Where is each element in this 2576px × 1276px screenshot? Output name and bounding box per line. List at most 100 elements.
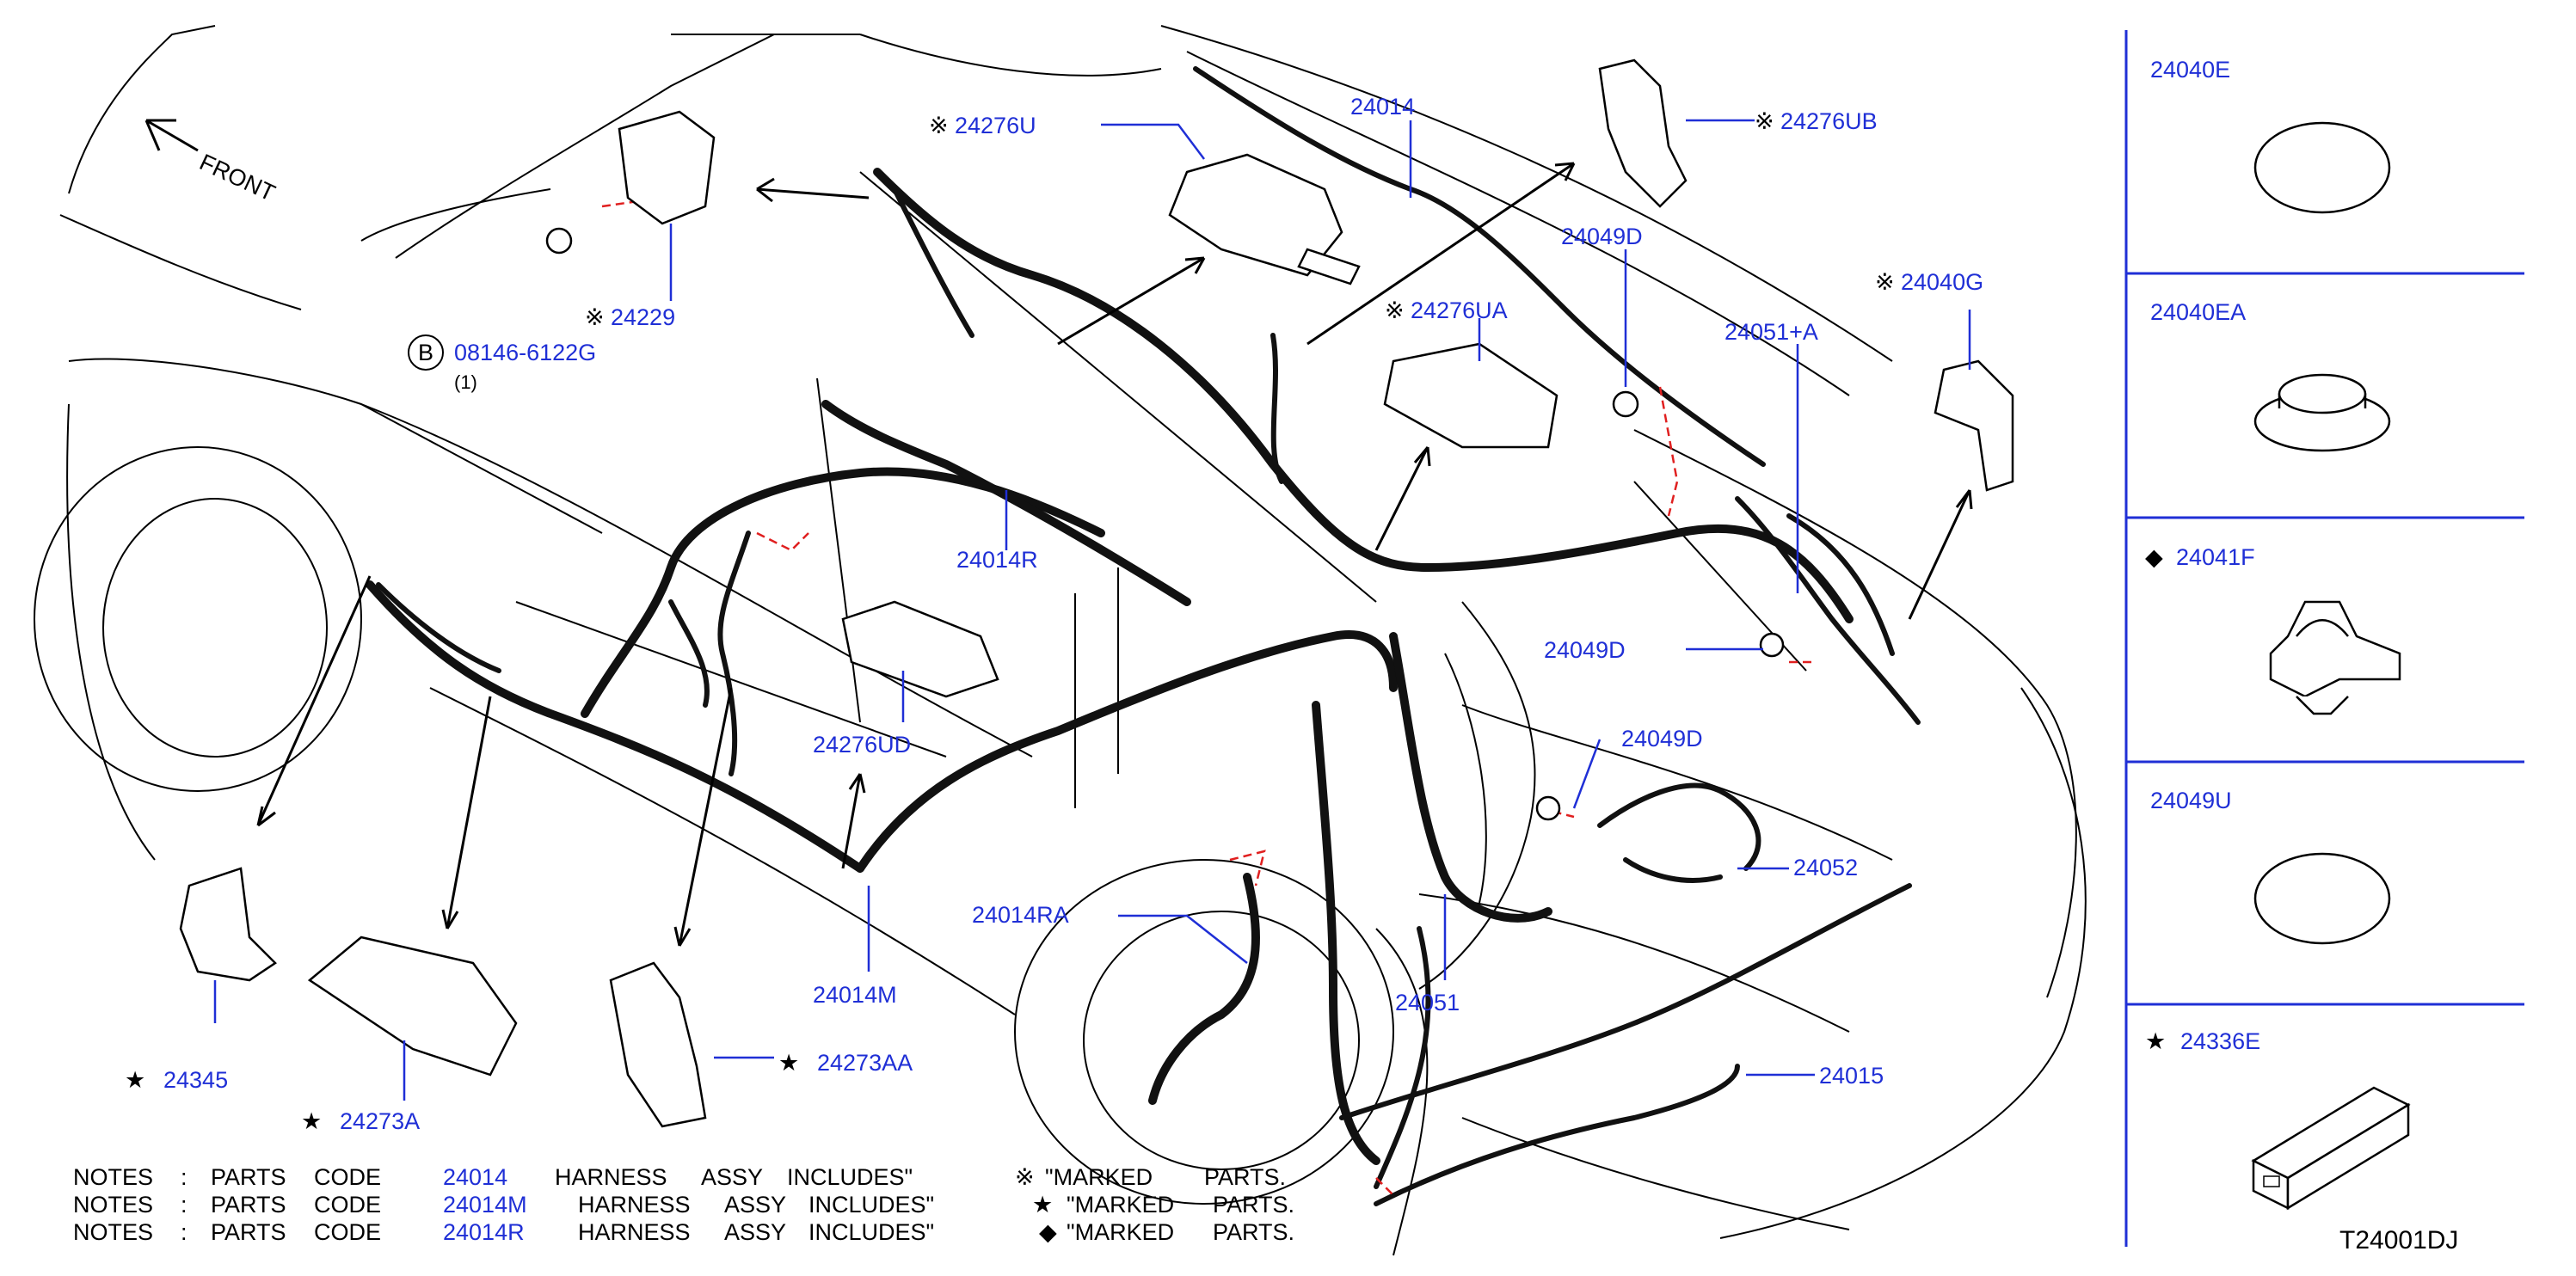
svg-text:NOTES: NOTES <box>73 1192 153 1218</box>
svg-text:INCLUDES": INCLUDES" <box>787 1164 913 1190</box>
plug-24049U-icon <box>2253 852 2391 945</box>
panel-item: 24049U <box>2150 788 2391 945</box>
svg-text:INCLUDES": INCLUDES" <box>808 1219 934 1245</box>
note-code: 24014R <box>443 1219 525 1245</box>
bolt-24049D-top <box>1612 390 1639 418</box>
panel-item-marker: ◆ <box>2145 544 2163 571</box>
note-row: NOTES : PARTS CODE 24014 HARNESS ASSY IN… <box>73 1164 1286 1191</box>
callout-leaders <box>213 119 1971 1101</box>
svg-text:◆: ◆ <box>1039 1219 1057 1246</box>
badge-b-label: B <box>418 340 433 365</box>
callout-24051A: 24051+A <box>1725 319 1818 345</box>
svg-text:ASSY: ASSY <box>724 1192 786 1218</box>
bracket-24345 <box>179 867 277 982</box>
car-body-outline <box>34 25 2087 1256</box>
svg-text:PARTS: PARTS <box>211 1219 286 1245</box>
callout-24276UA: 24276UA <box>1411 298 1508 323</box>
svg-text:PARTS: PARTS <box>211 1164 286 1190</box>
callout-24014M: 24014M <box>813 982 897 1008</box>
panel-item: ★ 24336E <box>2145 1028 2411 1211</box>
svg-text:HARNESS: HARNESS <box>578 1192 691 1218</box>
panel-item-code: 24040EA <box>2150 299 2246 325</box>
callout-24052: 24052 <box>1793 855 1858 880</box>
callout-labels: ※ 24276U 24014 ※ 24276UB 24049D ※ 24040G… <box>125 94 1983 1135</box>
clip-24041F-icon <box>2269 600 2401 715</box>
callout-24273AA: 24273AA <box>817 1050 913 1076</box>
svg-text:CODE: CODE <box>314 1192 381 1218</box>
ref-mark: ※ <box>1755 108 1774 135</box>
ref-mark: ※ <box>1385 298 1405 324</box>
panel-item-code: 24336E <box>2180 1028 2260 1054</box>
callout-24229: 24229 <box>611 304 675 330</box>
callout-24051: 24051 <box>1395 990 1460 1015</box>
panel-item-code: 24049U <box>2150 788 2232 813</box>
ref-mark: ※ <box>1875 269 1895 296</box>
star-mark: ★ <box>778 1050 799 1077</box>
module-24276UA <box>1383 342 1559 449</box>
svg-text:CODE: CODE <box>314 1219 381 1245</box>
module-24276U <box>1168 153 1343 277</box>
svg-text::: : <box>181 1164 188 1190</box>
bolt-24049D-low <box>1535 795 1561 821</box>
module-24273A <box>307 936 518 1077</box>
callout-24049D-low: 24049D <box>1621 726 1703 751</box>
bracket-24229 <box>618 110 716 225</box>
callout-24014RA: 24014RA <box>972 902 1069 928</box>
star-mark: ★ <box>301 1108 322 1135</box>
svg-text:★: ★ <box>1032 1192 1053 1218</box>
component-parts <box>179 58 2014 1128</box>
panel-item-code: 24040E <box>2150 57 2230 83</box>
svg-text:PARTS: PARTS <box>211 1192 286 1218</box>
module-24276UB <box>1598 58 1688 208</box>
front-direction-arrow: FRONT <box>144 119 279 206</box>
panel-item: 24040E <box>2150 57 2391 214</box>
svg-text::: : <box>181 1192 188 1218</box>
svg-text:NOTES: NOTES <box>73 1219 153 1245</box>
svg-text:"MARKED: "MARKED <box>1045 1164 1153 1190</box>
svg-text:PARTS.: PARTS. <box>1213 1192 1294 1218</box>
callout-08146: 08146-6122G <box>454 340 596 365</box>
pointer-arrows <box>256 162 1973 947</box>
badge-b-icon <box>408 334 444 371</box>
callout-24276U: 24276U <box>955 113 1036 138</box>
ref-mark: ※ <box>585 304 605 331</box>
svg-text:ASSY: ASSY <box>701 1164 763 1190</box>
front-label: FRONT <box>195 149 279 206</box>
svg-text:CODE: CODE <box>314 1164 381 1190</box>
note-row: NOTES : PARTS CODE 24014M HARNESS ASSY I… <box>73 1192 1294 1218</box>
note-code: 24014M <box>443 1192 527 1218</box>
note-row: NOTES : PARTS CODE 24014R HARNESS ASSY I… <box>73 1219 1294 1246</box>
svg-text:HARNESS: HARNESS <box>555 1164 667 1190</box>
svg-text:"MARKED: "MARKED <box>1067 1192 1174 1218</box>
panel-item: ◆ 24041F <box>2145 544 2401 715</box>
note-code: 24014 <box>443 1164 507 1190</box>
panel-item-marker: ★ <box>2145 1028 2166 1055</box>
wiring-harnesses <box>366 66 1921 1206</box>
bolt-24049D-mid <box>1759 632 1785 658</box>
diagram-ref-code: T24001DJ <box>2339 1226 2458 1255</box>
svg-text:PARTS.: PARTS. <box>1213 1219 1294 1245</box>
callout-24273A: 24273A <box>340 1108 420 1134</box>
bolt-08146 <box>545 227 573 255</box>
callout-08146-qty: (1) <box>454 371 477 393</box>
callout-24014R: 24014R <box>956 547 1038 573</box>
plug-24040E-icon <box>2253 121 2391 214</box>
callout-24276UD: 24276UD <box>813 732 911 758</box>
svg-text:"MARKED: "MARKED <box>1067 1219 1174 1245</box>
notes-block: NOTES : PARTS CODE 24014 HARNESS ASSY IN… <box>73 1164 1294 1246</box>
panel-item: 24040EA <box>2150 299 2391 452</box>
callout-24276UB: 24276UB <box>1780 108 1878 134</box>
ref-mark: ※ <box>929 113 949 139</box>
svg-text:NOTES: NOTES <box>73 1164 153 1190</box>
bracket-24273AA <box>609 961 707 1128</box>
callout-24345: 24345 <box>163 1067 228 1093</box>
plug-24040EA-icon <box>2253 373 2391 452</box>
callout-24014: 24014 <box>1350 94 1415 120</box>
callout-24049D-mid: 24049D <box>1544 637 1626 663</box>
callout-24040G: 24040G <box>1901 269 1983 295</box>
panel-item-code: 24041F <box>2176 544 2255 570</box>
side-panel: 24040E 24040EA ◆ 24041F 24049U <box>2124 30 2524 1247</box>
svg-text:HARNESS: HARNESS <box>578 1219 691 1245</box>
svg-text:INCLUDES": INCLUDES" <box>808 1192 934 1218</box>
